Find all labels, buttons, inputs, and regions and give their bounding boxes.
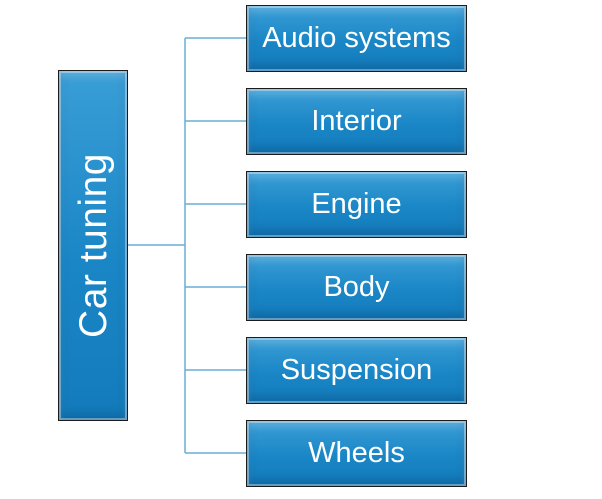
node-audio-systems: Audio systems — [246, 5, 467, 72]
node-engine: Engine — [246, 171, 467, 238]
node-label: Suspension — [280, 354, 433, 386]
node-label: Audio systems — [262, 22, 451, 54]
node-wheels: Wheels — [246, 420, 467, 487]
node-label: Body — [323, 271, 390, 303]
root-node-label: Car tuning — [71, 153, 115, 338]
node-body: Body — [246, 254, 467, 321]
node-suspension: Suspension — [246, 337, 467, 404]
node-label: Wheels — [308, 437, 405, 469]
node-label: Engine — [311, 188, 402, 220]
root-node: Car tuning — [58, 70, 128, 421]
node-interior: Interior — [246, 88, 467, 155]
node-label: Interior — [311, 105, 402, 137]
